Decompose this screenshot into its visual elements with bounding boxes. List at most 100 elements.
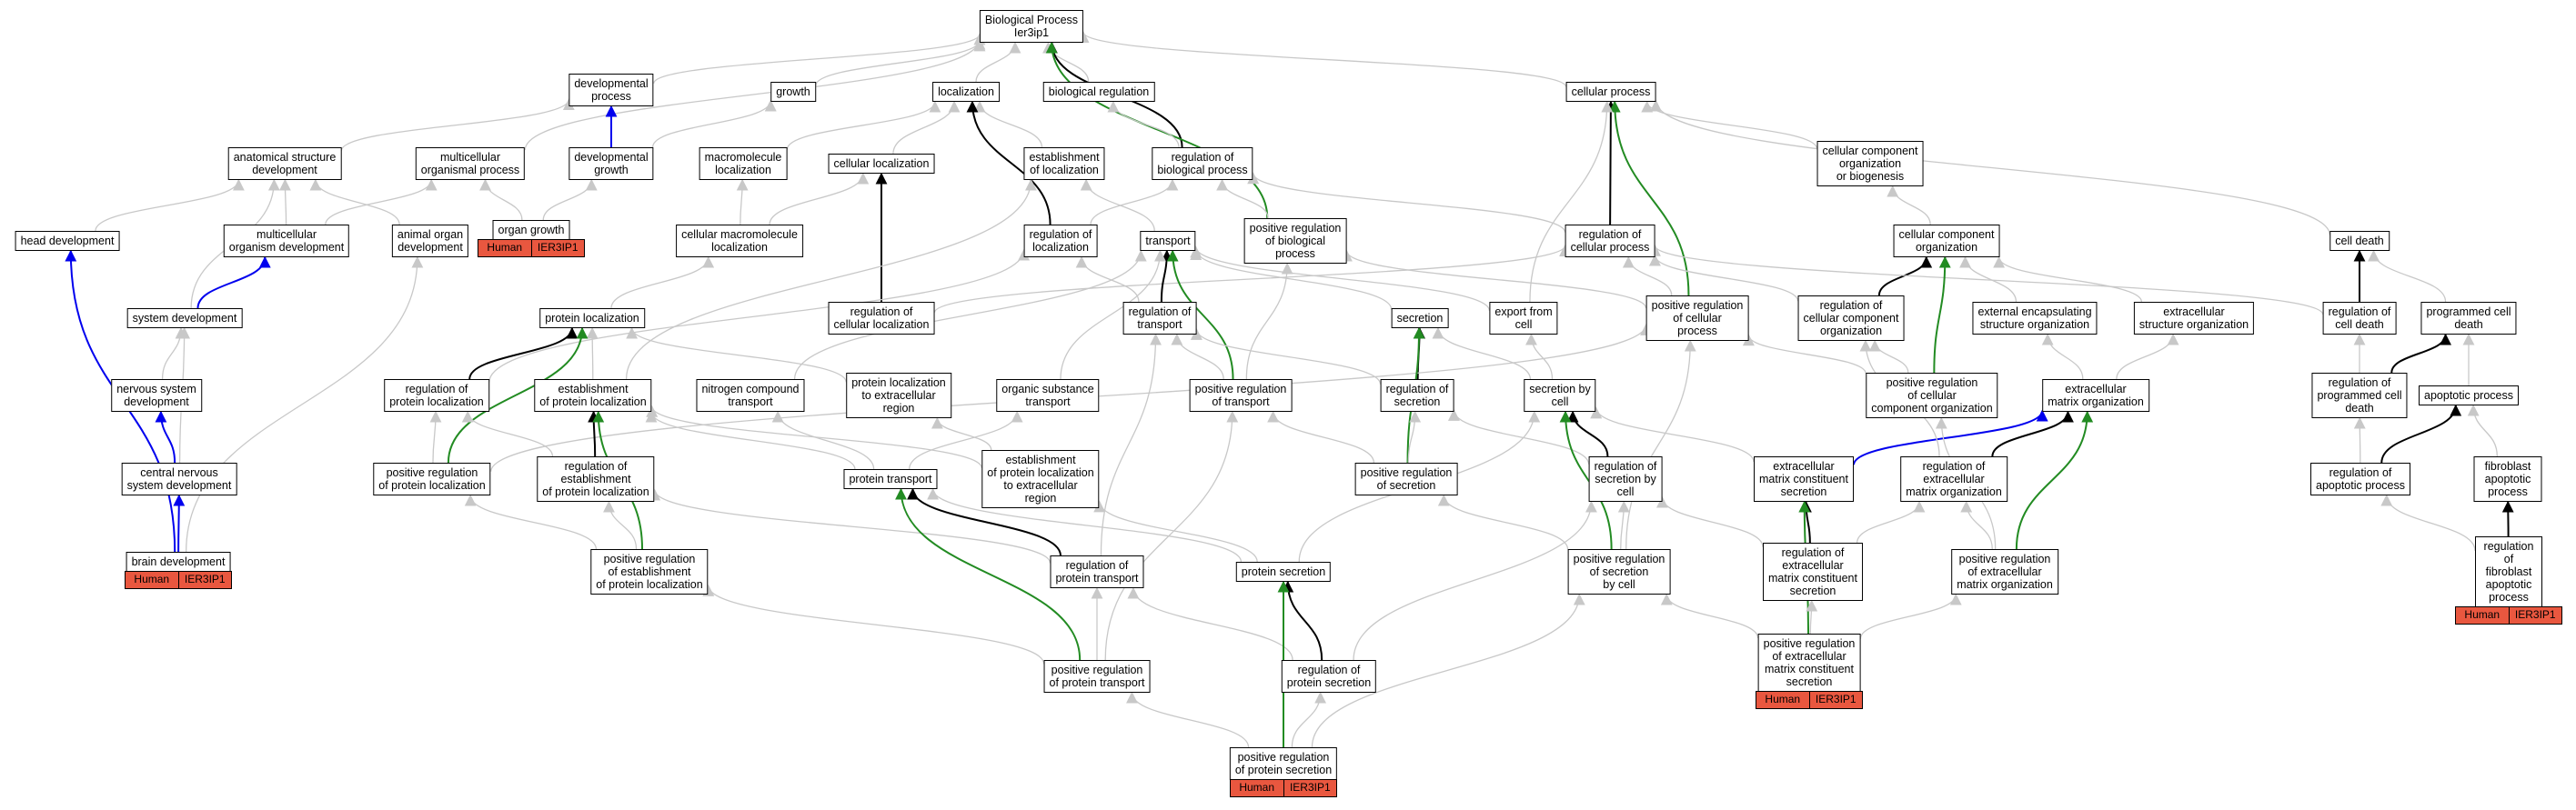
go-term-ccorg[interactable]: cellular component organization	[1893, 225, 2000, 257]
go-term-regsecretion[interactable]: regulation of secretion	[1380, 379, 1454, 412]
go-term-regbio[interactable]: regulation of biological process	[1152, 147, 1253, 180]
go-term-regcelldeath[interactable]: regulation of cell death	[2322, 302, 2397, 335]
go-term-regsecbycell[interactable]: regulation of secretion by cell	[1588, 456, 1663, 502]
go-term-posregprottrans[interactable]: positive regulation of protein transport	[1043, 660, 1151, 693]
go-term-devgrowth[interactable]: developmental growth	[569, 147, 654, 180]
go-term-devproc[interactable]: developmental process	[569, 74, 654, 106]
go-term-ecmorg[interactable]: extracellular matrix organization	[2042, 379, 2149, 412]
go-term-posregecmconst[interactable]: positive regulation of extracellular mat…	[1757, 634, 1861, 692]
go-term-celldeath[interactable]: cell death	[2329, 231, 2390, 251]
go-term-posregcell[interactable]: positive regulation of cellular process	[1645, 295, 1749, 341]
annotation-gene: IER3IP1	[1283, 780, 1337, 796]
go-term-regcell[interactable]: regulation of cellular process	[1565, 225, 1655, 257]
go-term-loc[interactable]: localization	[932, 82, 1000, 102]
go-term-regprotsec[interactable]: regulation of protein secretion	[1281, 660, 1377, 693]
edge-is_a-regprotsec-to-regprottrans	[1127, 586, 1293, 661]
go-term-regprotloc[interactable]: regulation of protein localization	[384, 379, 489, 412]
go-term-secbycell[interactable]: secretion by cell	[1524, 379, 1596, 412]
edge-is_a-regfibroapop-to-regapop	[2380, 494, 2476, 551]
edge-is_a-organgrowth-to-multiproc	[479, 178, 523, 221]
edge-is_a-regbio-to-bioreg	[1107, 100, 1180, 148]
go-term-estprotloc[interactable]: establishment of protein localization	[534, 379, 652, 412]
edge-is_a-posregestprot-to-regestprot	[602, 500, 638, 550]
go-term-cellmacroloc[interactable]: cellular macromolecule localization	[676, 225, 803, 257]
go-term-cellloc[interactable]: cellular localization	[828, 154, 935, 174]
go-term-regprottrans[interactable]: regulation of protein transport	[1050, 555, 1144, 588]
go-term-fibroapop[interactable]: fibroblast apoptotic process	[2473, 456, 2542, 502]
go-term-regloc[interactable]: regulation of localization	[1023, 225, 1098, 257]
go-term-anatdev[interactable]: anatomical structure development	[227, 147, 342, 180]
edge-is_a-headdev-to-anatdev	[95, 178, 245, 232]
go-term-nervdev[interactable]: nervous system development	[111, 379, 202, 412]
go-term-protsec[interactable]: protein secretion	[1235, 562, 1332, 582]
go-term-apoptotic[interactable]: apoptotic process	[2419, 385, 2519, 405]
go-term-extstruct[interactable]: extracellular structure organization	[2133, 302, 2255, 335]
edge-is_a-estprotloc-to-protloc	[586, 326, 599, 380]
go-term-secretion[interactable]: secretion	[1391, 308, 1449, 328]
go-term-estprotext[interactable]: establishment of protein localization to…	[981, 450, 1100, 508]
edge-regulates-regprotsec-to-protsec	[1282, 580, 1323, 661]
edge-is_a-secretion-to-transport	[1190, 248, 1393, 310]
go-term-posregprotloc[interactable]: positive regulation of protein localizat…	[373, 463, 491, 495]
go-term-posregtrans[interactable]: positive regulation of transport	[1189, 379, 1293, 412]
edge-part_of-braindev-to-cnsdev	[173, 494, 186, 553]
go-term-posregccorg[interactable]: positive regulation of cellular componen…	[1866, 373, 1998, 418]
edge-regulates-regccorg-to-ccorg	[1877, 255, 1933, 296]
go-term-bp[interactable]: Biological Process Ier3ip1	[979, 10, 1084, 43]
edge-is_a-posregprotsec-to-posregprottrans	[1125, 691, 1250, 748]
go-term-growth[interactable]: growth	[770, 82, 816, 102]
go-term-cellproc[interactable]: cellular process	[1565, 82, 1656, 102]
go-term-progdeath[interactable]: programmed cell death	[2420, 302, 2517, 335]
go-term-posregbio[interactable]: positive regulation of biological proces…	[1243, 218, 1347, 264]
go-term-regfibroapop[interactable]: regulation of fibroblast apoptotic proce…	[2475, 536, 2542, 607]
go-term-regecmorg[interactable]: regulation of extracellular matrix organ…	[1900, 456, 2007, 502]
edge-is_a-regprottrans-to-regestprot	[649, 488, 1052, 564]
go-term-braindev[interactable]: brain development	[126, 552, 231, 572]
go-term-regccorg[interactable]: regulation of cellular component organiz…	[1797, 295, 1905, 341]
go-term-regecmconst[interactable]: regulation of extracellular matrix const…	[1763, 543, 1863, 601]
go-term-estloc[interactable]: establishment of localization	[1023, 147, 1105, 180]
edge-is_a-orgsubtrans-to-transport	[1060, 249, 1166, 380]
edge-is_a-secbycell-to-exportcell	[1524, 333, 1554, 380]
go-term-posregsec[interactable]: positive regulation of secretion	[1354, 463, 1458, 495]
go-term-posregestprot[interactable]: positive regulation of establishment of …	[590, 549, 709, 595]
go-term-transport[interactable]: transport	[1140, 231, 1196, 251]
go-term-ccob[interactable]: cellular component organization or bioge…	[1816, 141, 1924, 186]
go-term-ecmconstsec[interactable]: extracellular matrix constituent secreti…	[1754, 456, 1854, 502]
go-term-regcellloc[interactable]: regulation of cellular localization	[828, 302, 935, 335]
go-term-regestprot[interactable]: regulation of establishment of protein l…	[537, 456, 655, 502]
go-term-multiproc[interactable]: multicellular organismal process	[415, 147, 526, 180]
edge-regulates-regecmconst-to-ecmconstsec	[1799, 500, 1812, 544]
go-term-exportcell[interactable]: export from cell	[1489, 302, 1558, 335]
go-term-orgsubtrans[interactable]: organic substance transport	[996, 379, 1100, 412]
go-term-posregecmorg[interactable]: positive regulation of extracellular mat…	[1951, 549, 2058, 595]
go-term-protein_transport[interactable]: protein transport	[843, 469, 938, 489]
go-term-extencap[interactable]: external encapsulating structure organiz…	[1972, 302, 2098, 335]
go-term-protloc[interactable]: protein localization	[539, 308, 645, 328]
go-term-posregprotsec[interactable]: positive regulation of protein secretion	[1229, 747, 1338, 780]
edge-is_a-transport-to-estloc	[1080, 178, 1155, 232]
go-term-multiorgdev[interactable]: multicellular organism development	[223, 225, 350, 257]
go-term-organgrowth[interactable]: organ growth	[492, 220, 570, 240]
go-term-nitrotrans[interactable]: nitrogen compound transport	[696, 379, 805, 412]
edge-is_a-macroloc-to-loc	[786, 100, 941, 150]
go-term-sysdev[interactable]: system development	[126, 308, 243, 328]
edge-is_a-exportcell-to-transport	[1190, 245, 1491, 311]
go-term-posregsecbycell[interactable]: positive regulation of secretion by cell	[1567, 549, 1671, 595]
go-term-protloctoext[interactable]: protein localization to extracellular re…	[846, 373, 951, 418]
go-term-macroloc[interactable]: macromolecule localization	[699, 147, 788, 180]
edge-is_a-regsecbycell-to-regsecretion	[1447, 408, 1590, 465]
go-term-bioreg[interactable]: biological regulation	[1042, 82, 1155, 102]
go-term-cnsdev[interactable]: central nervous system development	[121, 463, 237, 495]
go-term-regapop[interactable]: regulation of apoptotic process	[2310, 463, 2410, 495]
edge-is_a-posregccorg-to-posregcell	[1742, 334, 1867, 375]
go-term-headdev[interactable]: head development	[15, 231, 120, 251]
go-term-animorgan[interactable]: animal organ development	[391, 225, 469, 257]
go-term-regprogdeath[interactable]: regulation of programmed cell death	[2311, 373, 2408, 418]
go-term-regtransport[interactable]: regulation of transport	[1122, 302, 1197, 335]
